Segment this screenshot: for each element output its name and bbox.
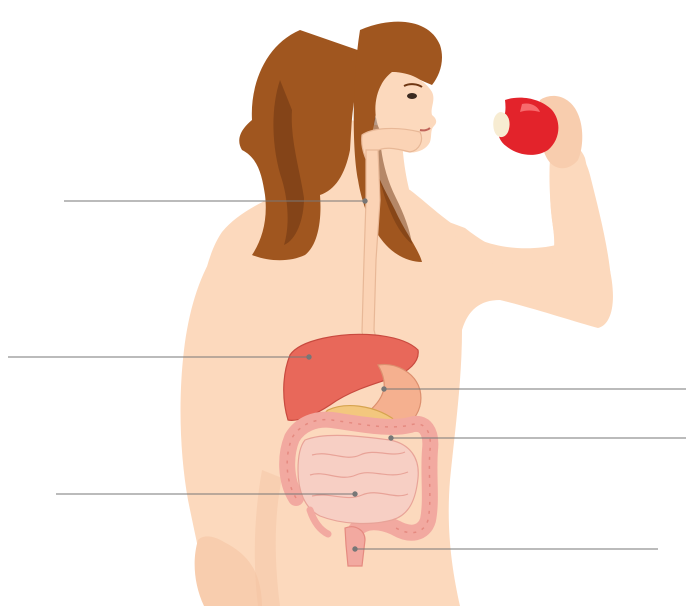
leader-dot-stomach	[382, 387, 386, 391]
leader-dot-small-intestine	[353, 492, 357, 496]
leader-dot-pancreas	[389, 436, 393, 440]
leader-dot-large-intestine	[353, 547, 357, 551]
eye	[407, 93, 417, 99]
leader-dot-liver	[307, 355, 311, 359]
leader-dot-esophagus	[363, 199, 367, 203]
small-intestine	[298, 435, 418, 523]
apple-bite	[493, 112, 509, 137]
